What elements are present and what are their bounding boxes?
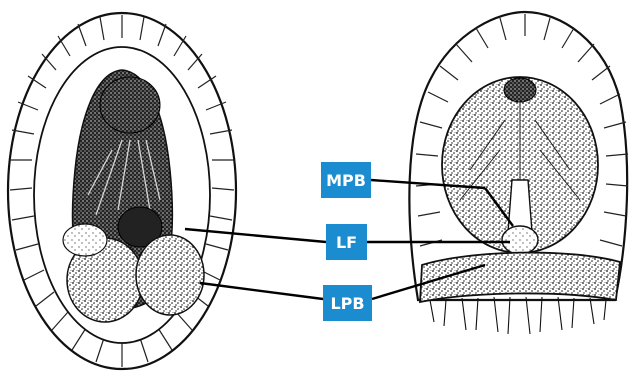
label-lf-text: LF <box>336 233 357 252</box>
label-lf: LF <box>326 224 367 260</box>
label-lpb-text: LPB <box>330 294 364 313</box>
right-specimen <box>409 12 628 334</box>
left-specimen <box>8 13 236 369</box>
label-lpb: LPB <box>323 285 372 321</box>
label-mpb-text: MPB <box>326 171 366 190</box>
lpb-pointer-line-left <box>200 283 323 299</box>
label-mpb: MPB <box>321 162 371 198</box>
